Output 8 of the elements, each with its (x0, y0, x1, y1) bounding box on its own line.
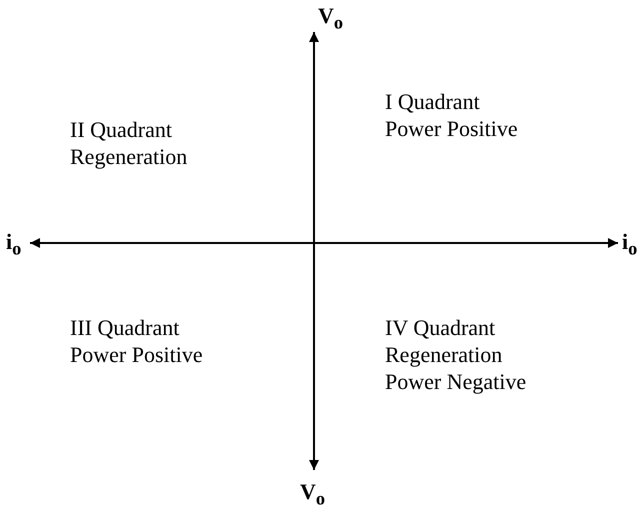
axis-label: V$_{o}$ (300, 478, 326, 510)
quadrant-label: III Quadrant Power Positive (70, 314, 204, 368)
quadrant-label: IV Quadrant Regeneration Power Negative (385, 314, 528, 395)
quadrant-label: II Quadrant Regeneration (70, 116, 188, 170)
axis-label: i$_{o}$ (622, 228, 638, 260)
axis-label: i$_{o}$ (6, 228, 22, 260)
quadrant-label: I Quadrant Power Positive (385, 88, 519, 142)
axis-label: V$_{o}$ (318, 2, 344, 34)
